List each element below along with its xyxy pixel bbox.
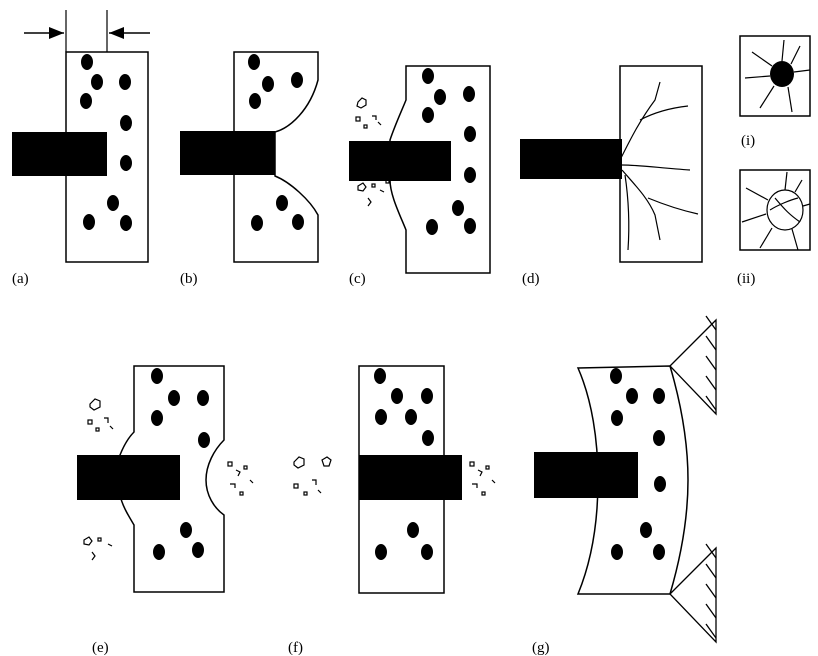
inset-frame [740, 170, 810, 250]
target-plate [620, 66, 702, 262]
panel-label-f: (f) [288, 640, 303, 656]
projectile [349, 141, 451, 181]
panel-label-e: (e) [92, 640, 109, 656]
panel-label-d: (d) [522, 271, 540, 287]
fixed-support-top [670, 316, 716, 414]
panel-g: (g) [532, 316, 716, 656]
panel-f: (f) [288, 366, 495, 656]
radial-cracks [621, 82, 698, 250]
panel-label-c: (c) [349, 271, 366, 287]
projectile [534, 452, 638, 498]
panel-label-i: (i) [741, 133, 755, 149]
panel-label-ii: (ii) [737, 271, 755, 287]
fixed-support-bottom [670, 544, 716, 642]
projectile [180, 131, 275, 175]
projectile [359, 455, 462, 500]
panel-b: (b) [180, 52, 318, 287]
inset-i: (i) [740, 36, 810, 149]
panel-c: (c) [349, 66, 490, 287]
panel-label-a: (a) [12, 271, 29, 287]
projectile [12, 132, 107, 176]
panel-d: (d) [520, 66, 702, 287]
ring-cracks [742, 172, 810, 250]
panel-e: (e) [77, 366, 253, 656]
panel-a: (a) [12, 10, 150, 287]
panel-label-g: (g) [532, 640, 550, 656]
projectile [520, 139, 622, 179]
damage-zone [770, 61, 794, 87]
inset-ii: (ii) [737, 170, 810, 287]
panel-label-b: (b) [180, 271, 198, 287]
projectile [77, 455, 180, 500]
